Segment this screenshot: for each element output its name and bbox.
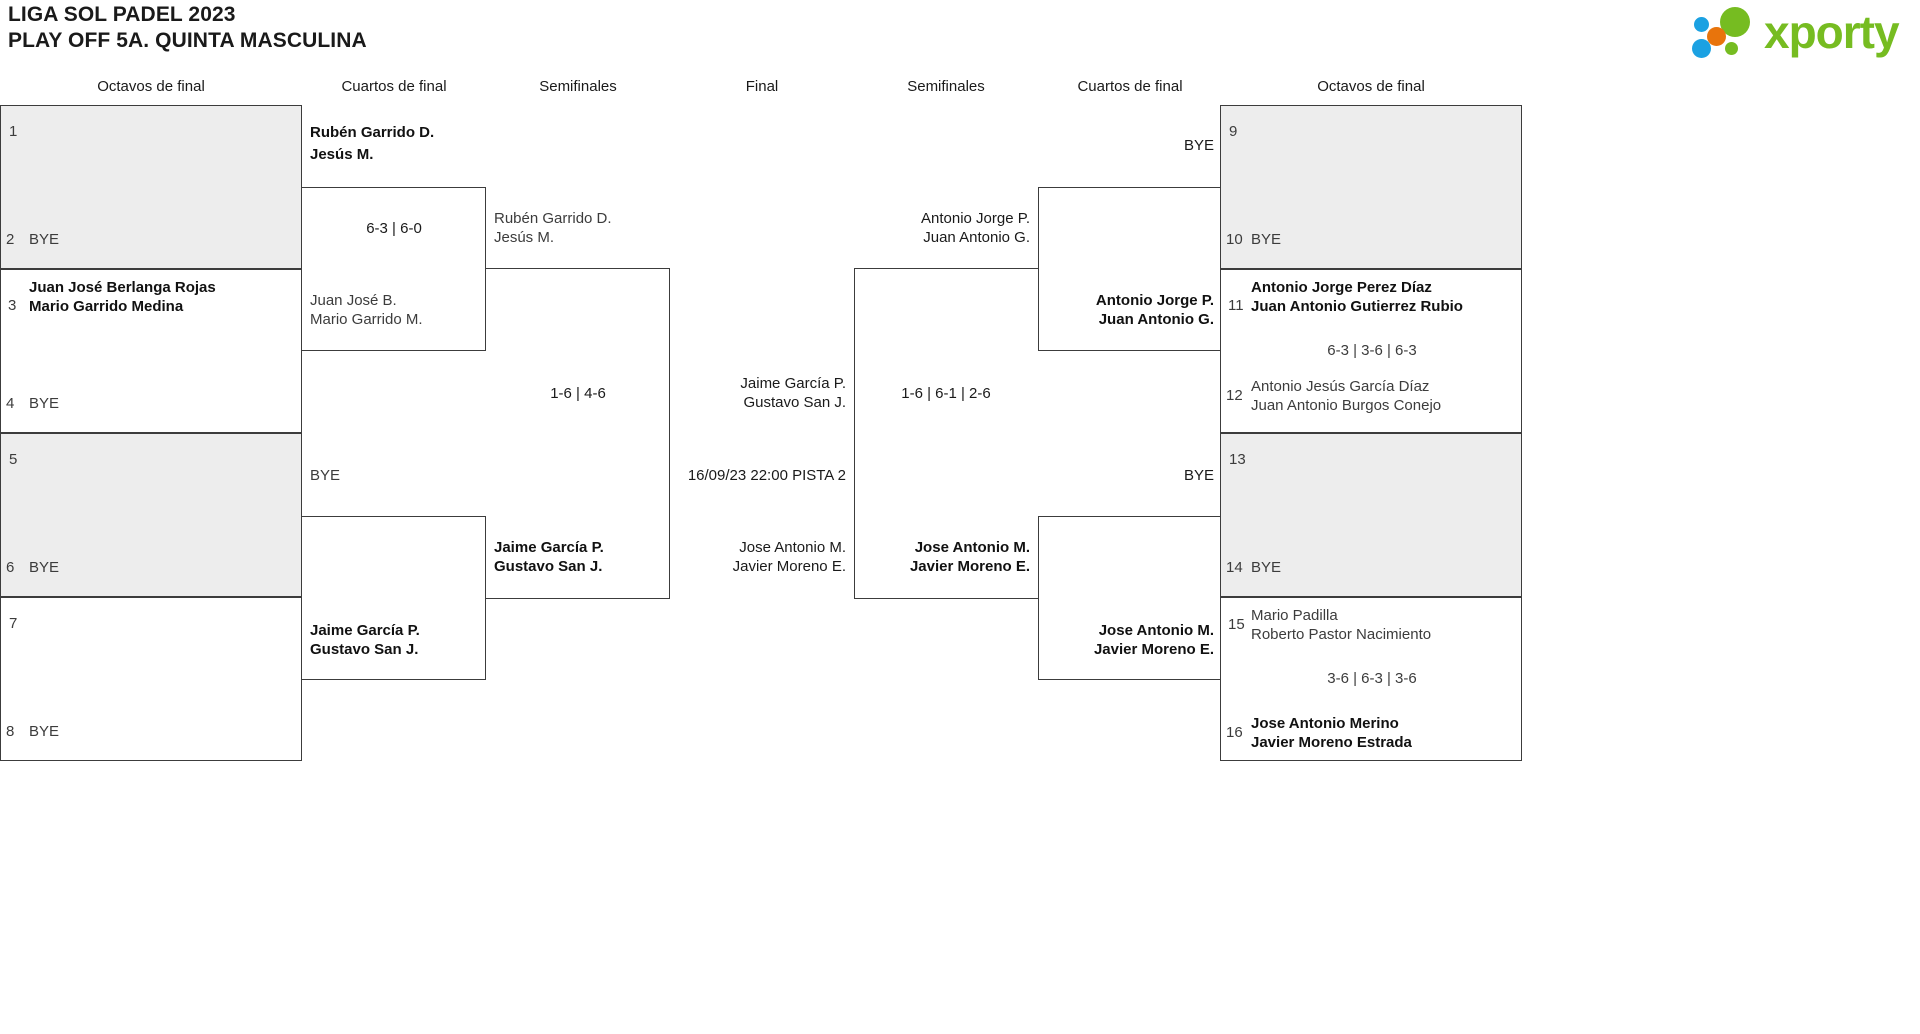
seed-player-10-line1: BYE (1251, 231, 1282, 248)
seed-box-11-12[interactable]: 11 Antonio Jorge Perez Díaz Juan Antonio… (1220, 269, 1522, 433)
logo-dots-icon (1692, 6, 1770, 58)
seed-number-4: 4 (6, 395, 15, 412)
seed-player-11-line2: Juan Antonio Gutierrez Rubio (1251, 298, 1463, 315)
left-semis-connector (486, 268, 670, 599)
left-cuartos-1-line2: Jesús M. (310, 146, 374, 163)
right-semis-score: 1-6 | 6-1 | 2-6 (901, 385, 991, 402)
left-semis-top-line2: Jesús M. (494, 229, 555, 246)
seed-player-6-line1: BYE (29, 559, 60, 576)
right-octavos-score-top: 6-3 | 3-6 | 6-3 (1327, 342, 1417, 359)
seed-player-3-line2: Mario Garrido Medina (29, 298, 184, 315)
left-cuartos-4-line1: Jaime García P. (310, 622, 420, 639)
page-title: LIGA SOL PADEL 2023 PLAY OFF 5A. QUINTA … (8, 2, 367, 54)
seed-number-2: 2 (6, 231, 15, 248)
seed-number-6: 6 (6, 559, 15, 576)
right-cuartos-2-line1: Antonio Jorge P. (1095, 292, 1214, 309)
final-bottom-line2: Javier Moreno E. (732, 558, 846, 575)
seed-player-4-line1: BYE (29, 395, 60, 412)
seed-player-12-line2: Juan Antonio Burgos Conejo (1251, 397, 1442, 414)
seed-player-14-line1: BYE (1251, 559, 1282, 576)
left-semis-bottom-line1: Jaime García P. (494, 539, 604, 556)
seed-number-13: 13 (1229, 451, 1246, 468)
seed-number-15: 15 (1228, 616, 1245, 633)
round-header-right-semis: Semifinales (907, 78, 985, 95)
left-semis-score: 1-6 | 4-6 (550, 385, 606, 402)
right-cuartos-4-line1: Jose Antonio M. (1098, 622, 1214, 639)
left-cuartos-4-line2: Gustavo San J. (310, 641, 419, 658)
right-semis-top-line2: Juan Antonio G. (923, 229, 1030, 246)
round-header-left-semis: Semifinales (539, 78, 617, 95)
tournament-category: PLAY OFF 5A. QUINTA MASCULINA (8, 29, 367, 52)
page-header: LIGA SOL PADEL 2023 PLAY OFF 5A. QUINTA … (0, 0, 1920, 68)
right-octavos-score-bottom: 3-6 | 6-3 | 3-6 (1327, 670, 1417, 687)
round-header-final: Final (745, 78, 779, 95)
logo-dot-orange (1707, 27, 1726, 46)
seed-player-15-line1: Mario Padilla (1251, 607, 1338, 624)
left-cuartos-2-line2: Mario Garrido M. (310, 311, 423, 328)
seed-box-1-2[interactable]: 1 2 BYE (0, 105, 302, 269)
seed-player-16-line2: Javier Moreno Estrada (1251, 734, 1412, 751)
left-cuartos-connector-bottom (302, 516, 486, 680)
seed-player-11-line1: Antonio Jorge Perez Díaz (1251, 279, 1432, 296)
right-cuartos-connector-bottom (1038, 516, 1222, 680)
seed-box-13-14[interactable]: 13 14 BYE (1220, 433, 1522, 597)
final-bottom-line1: Jose Antonio M. (739, 539, 846, 556)
round-header-left-cuartos: Cuartos de final (341, 78, 447, 95)
seed-number-1: 1 (9, 123, 18, 140)
seed-player-15-line2: Roberto Pastor Nacimiento (1251, 626, 1432, 643)
right-semis-top-line1: Antonio Jorge P. (921, 210, 1030, 227)
logo-dot-blue-large (1692, 39, 1711, 58)
logo-dot-green-small (1725, 42, 1738, 55)
left-semis-top-line1: Rubén Garrido D. (494, 210, 612, 227)
left-cuartos-score-top: 6-3 | 6-0 (366, 220, 422, 237)
seed-player-12-line1: Antonio Jesús García Díaz (1251, 378, 1430, 395)
seed-number-9: 9 (1229, 123, 1238, 140)
seed-number-12: 12 (1226, 387, 1243, 404)
left-cuartos-3-line1: BYE (310, 467, 341, 484)
seed-number-8: 8 (6, 723, 15, 740)
round-header-right-cuartos: Cuartos de final (1077, 78, 1183, 95)
left-semis-bottom-line2: Gustavo San J. (494, 558, 603, 575)
seed-player-16-line1: Jose Antonio Merino (1251, 715, 1399, 732)
seed-box-3-4[interactable]: 3 Juan José Berlanga Rojas Mario Garrido… (0, 269, 302, 433)
seed-number-5: 5 (9, 451, 18, 468)
right-semis-bottom-line1: Jose Antonio M. (914, 539, 1030, 556)
seed-number-14: 14 (1226, 559, 1243, 576)
round-header-right-octavos: Octavos de final (1317, 78, 1425, 95)
seed-number-10: 10 (1226, 231, 1243, 248)
tournament-name: LIGA SOL PADEL 2023 (8, 3, 236, 26)
left-cuartos-2-line1: Juan José B. (310, 292, 397, 309)
right-cuartos-3-line1: BYE (1183, 467, 1214, 484)
logo-dot-blue-small (1694, 17, 1709, 32)
left-cuartos-1-line1: Rubén Garrido D. (310, 124, 435, 141)
seed-number-3: 3 (8, 297, 17, 314)
round-header-left-octavos: Octavos de final (97, 78, 205, 95)
seed-number-7: 7 (9, 615, 18, 632)
seed-player-8-line1: BYE (29, 723, 60, 740)
final-top-line1: Jaime García P. (740, 375, 846, 392)
seed-box-7-8[interactable]: 7 8 BYE (0, 597, 302, 761)
seed-number-11: 11 (1228, 297, 1244, 314)
seed-number-16: 16 (1226, 724, 1243, 741)
right-cuartos-4-line2: Javier Moreno E. (1093, 641, 1214, 658)
final-schedule: 16/09/23 22:00 PISTA 2 (687, 467, 846, 484)
left-cuartos-connector-top (302, 187, 486, 351)
right-semis-connector (854, 268, 1038, 599)
right-cuartos-1-line1: BYE (1183, 137, 1214, 154)
seed-box-9-10[interactable]: 9 10 BYE (1220, 105, 1522, 269)
seed-box-15-16[interactable]: 15 Mario Padilla Roberto Pastor Nacimien… (1220, 597, 1522, 761)
xporty-logo: xporty (1692, 4, 1912, 60)
right-semis-bottom-line2: Javier Moreno E. (909, 558, 1030, 575)
seed-player-3-line1: Juan José Berlanga Rojas (29, 279, 216, 296)
seed-player-2-line1: BYE (29, 231, 60, 248)
logo-wordmark: xporty (1764, 6, 1900, 58)
final-top-line2: Gustavo San J. (743, 394, 846, 411)
right-cuartos-connector-top (1038, 187, 1222, 351)
right-cuartos-2-line2: Juan Antonio G. (1098, 311, 1214, 328)
seed-box-5-6[interactable]: 5 6 BYE (0, 433, 302, 597)
